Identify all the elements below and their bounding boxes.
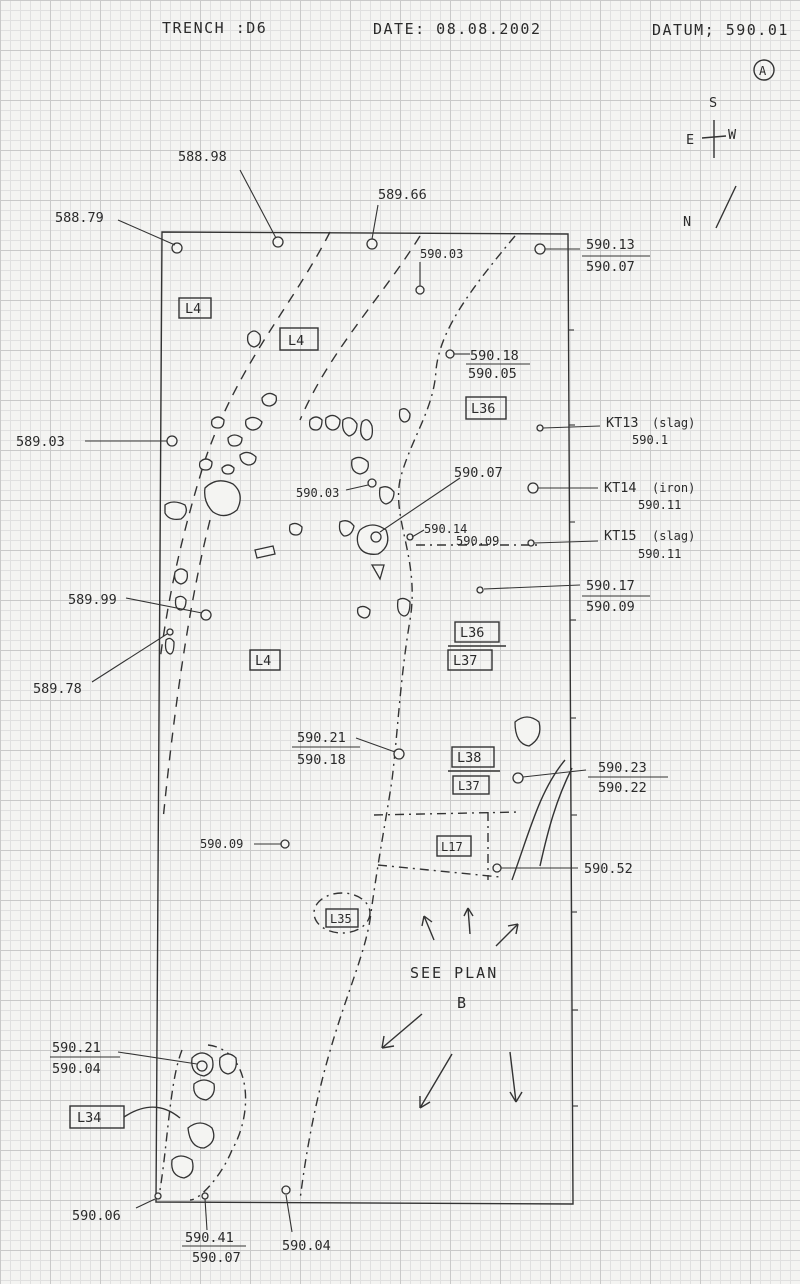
locus-l36: L36 <box>471 401 495 417</box>
compass-s: S <box>709 95 717 111</box>
locus-l4: L4 <box>185 301 201 317</box>
find-label: KT14 <box>604 480 637 496</box>
level-label: 590.21 <box>52 1040 101 1056</box>
level-label: 590.09 <box>456 534 499 548</box>
level-label: 590.04 <box>282 1238 331 1254</box>
find-note: (iron) <box>652 481 695 495</box>
level-label: 590.07 <box>192 1250 241 1266</box>
level-label: 588.98 <box>178 149 227 165</box>
level-label: 590.03 <box>420 247 463 261</box>
level-label: 590.04 <box>52 1061 101 1077</box>
level-label: 589.66 <box>378 187 427 203</box>
locus-l17: L17 <box>441 840 463 854</box>
compass-e: E <box>686 132 694 148</box>
level-label: 589.78 <box>33 681 82 697</box>
feature-line-2 <box>539 767 573 867</box>
level-label: 590.17 <box>586 578 635 594</box>
locus-l34: L34 <box>77 1110 101 1126</box>
level-label: 590.09 <box>200 837 243 851</box>
wall-line-west <box>159 231 331 661</box>
level-label: 590.05 <box>468 366 517 382</box>
level-label: 590.13 <box>586 237 635 253</box>
level-label: 590.18 <box>297 752 346 768</box>
level-label: 590.18 <box>470 348 519 364</box>
see-plan-ref: B <box>457 994 468 1012</box>
level-label: 590.09 <box>586 599 635 615</box>
level-label: 590.22 <box>598 780 647 796</box>
locus-l36: L36 <box>460 625 484 641</box>
level-label: 590.1 <box>632 433 668 447</box>
date-text: DATE: 08.08.2002 <box>373 20 542 38</box>
level-points: 588.79 588.98 589.66 590.03 590.13 590.0… <box>16 149 695 1266</box>
level-label: 590.14 <box>424 522 467 536</box>
find-note: (slag) <box>652 416 695 430</box>
level-label: 590.41 <box>185 1230 234 1246</box>
see-plan-note: SEE PLAN B <box>381 907 523 1109</box>
l34-outline-b <box>159 1049 183 1191</box>
compass-w: W <box>728 127 737 143</box>
trench-title: TRENCH :D6 <box>162 19 267 37</box>
locus-l38: L38 <box>457 750 481 766</box>
wall-line-middle <box>299 235 421 421</box>
level-label: 590.11 <box>638 498 681 512</box>
level-label: 590.07 <box>454 465 503 481</box>
level-label: 590.21 <box>297 730 346 746</box>
level-label: 590.03 <box>296 486 339 500</box>
level-label: 589.03 <box>16 434 65 450</box>
find-note: (slag) <box>652 529 695 543</box>
locus-l4: L4 <box>288 333 304 349</box>
boundary-line-c <box>377 864 501 878</box>
find-label: KT13 <box>606 415 639 431</box>
level-label: 590.11 <box>638 547 681 561</box>
north-arrow: S E W N <box>683 95 737 230</box>
sheet-id: A <box>759 64 767 78</box>
edge-ticks <box>568 329 578 1107</box>
level-label: 590.06 <box>72 1208 121 1224</box>
locus-labels: L4 L4 L4 L36 L36 L37 L38 L37 L17 L35 L34 <box>69 297 507 1129</box>
feature-line-1 <box>511 759 566 881</box>
datum-text: DATUM; 590.01 <box>652 21 789 39</box>
wall-line-lower <box>162 519 211 821</box>
locus-l37: L37 <box>458 779 480 793</box>
locus-l35: L35 <box>330 912 352 926</box>
level-label: 590.52 <box>584 861 633 877</box>
locus-l37: L37 <box>453 653 477 669</box>
compass-n: N <box>683 214 691 230</box>
level-label: 590.23 <box>598 760 647 776</box>
boundary-line-b <box>373 811 521 816</box>
level-label: 590.07 <box>586 259 635 275</box>
trench-outline <box>155 231 574 1205</box>
see-plan-text: SEE PLAN <box>410 964 498 982</box>
stones <box>164 330 541 1179</box>
boundary-line <box>299 235 516 1201</box>
sheet-id-circle <box>753 59 775 81</box>
level-label: 589.99 <box>68 592 117 608</box>
find-label: KT15 <box>604 528 637 544</box>
level-label: 588.79 <box>55 210 104 226</box>
locus-l4: L4 <box>255 653 271 669</box>
